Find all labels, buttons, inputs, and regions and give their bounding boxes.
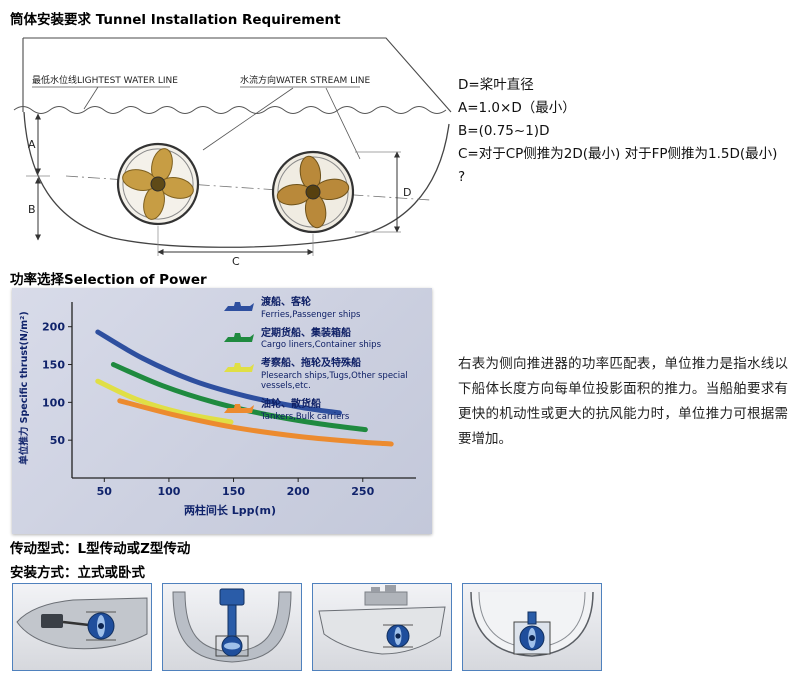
legend-entry-cargo-liners: 定期货船、集装箱船 Cargo liners,Container ships <box>224 328 426 351</box>
spec-line-c: C=对于CP侧推为2D(最小) 对于FP侧推为1.5D(最小) <box>458 146 778 162</box>
svg-text:250: 250 <box>351 485 374 498</box>
svg-text:150: 150 <box>42 359 65 372</box>
bow-thruster-illustration-left <box>116 142 200 226</box>
x-axis-label: 两柱间长 Lpp(m) <box>184 503 276 517</box>
spec-line-b: B=(0.75~1)D <box>458 123 550 139</box>
ship-icon-cargo-liners <box>224 332 254 342</box>
svg-text:100: 100 <box>157 485 180 498</box>
y-axis-label: 单位推力 Specific thrust(N/m²) <box>18 311 30 464</box>
water-stream-line-label: 水流方向WATER STREAM LINE <box>240 74 370 86</box>
svg-text:150: 150 <box>222 485 245 498</box>
dimension-label-c: C <box>232 255 240 266</box>
installation-images-row <box>12 583 602 671</box>
svg-text:100: 100 <box>42 396 65 409</box>
spec-line-a: A=1.0×D（最小） <box>458 100 576 116</box>
power-selection-note: 右表为侧向推进器的功率匹配表，单位推力是指水线以下船体长度方向每单位投影面积的推… <box>458 356 788 447</box>
tunnel-installation-diagram: 最低水位线LIGHTEST WATER LINE 水流方向WATER STREA… <box>13 37 452 266</box>
installation-spec-notes: D=桨叶直径 A=1.0×D（最小） B=(0.75~1)D C=对于CP侧推为… <box>458 74 788 189</box>
lightest-water-line-label: 最低水位线LIGHTEST WATER LINE <box>32 74 178 86</box>
section-title-tunnel-installation: 筒体安装要求 Tunnel Installation Requirement <box>10 12 341 28</box>
water-line-wave <box>13 106 447 114</box>
vertical-drive-illustration <box>172 588 292 663</box>
propeller-hub-icon <box>98 623 104 629</box>
propeller-hub-icon <box>305 184 321 200</box>
underwater-hull-outline <box>23 111 450 248</box>
dimension-label-d: D <box>403 186 411 199</box>
legend-label-en: Plesearch ships,Tugs,Other special vesse… <box>261 370 408 392</box>
ship-icon-special-vessels <box>224 363 254 373</box>
propeller-blades-icon <box>122 148 194 220</box>
drive-shaft-icon <box>62 620 90 627</box>
boxed-thruster-illustration <box>470 591 594 657</box>
vertical-shaft-icon <box>527 611 537 625</box>
legend-label-zh: 定期货船、集装箱船 <box>261 327 351 339</box>
deckhouse-icon <box>371 587 380 592</box>
horizontal-drive-illustration <box>16 597 148 650</box>
propeller-blade-icon <box>224 642 240 650</box>
propeller-hub-icon <box>150 176 166 192</box>
dimension-label-b: B <box>28 203 36 216</box>
superstructure-icon <box>364 591 408 606</box>
legend-entry-special-vessels: 考察船、拖轮及特殊船 Plesearch ships,Tugs,Other sp… <box>224 358 426 391</box>
label-leader-lines <box>32 86 361 160</box>
hull-superstructure-illustration <box>318 585 446 655</box>
section-title-power-selection: 功率选择Selection of Power <box>10 272 207 288</box>
svg-text:50: 50 <box>97 485 113 498</box>
hull-icon <box>318 606 446 655</box>
dimension-lines <box>35 113 400 255</box>
install-image-vertical-drive <box>162 583 302 671</box>
propeller-hub-icon <box>529 635 535 641</box>
install-image-horizontal-drive <box>12 583 152 671</box>
spec-line-question: ? <box>458 169 466 185</box>
chart-axes: 50 100 150 200 50 100 150 200 250 <box>42 302 416 498</box>
power-selection-chart: 50 100 150 200 50 100 150 200 250 单位推力 Specific … <box>12 288 432 534</box>
vertical-shaft-icon <box>227 604 237 639</box>
legend-label-en: Cargo liners,Container ships <box>261 340 381 351</box>
legend-entry-ferries: 渡船、客轮 Ferries,Passenger ships <box>224 297 426 320</box>
section-title-installation-mode: 安装方式：立式或卧式 <box>10 565 145 581</box>
section-title-drive-type: 传动型式：L型传动或Z型传动 <box>10 541 191 557</box>
install-image-boxed-thruster <box>462 583 602 671</box>
legend-entry-tankers: 油轮、散货船 Tankers,Bulk carriers <box>224 399 426 422</box>
legend-label-zh: 渡船、客轮 <box>261 297 311 308</box>
dimension-label-a: A <box>28 138 36 151</box>
hull-profile-lines <box>22 37 452 113</box>
svg-text:200: 200 <box>42 321 65 334</box>
ship-icon-tankers <box>224 404 254 414</box>
chart-legend: 渡船、客轮 Ferries,Passenger ships 定期货船、集装箱船 … <box>224 297 426 430</box>
dimension-extension-lines <box>26 151 401 256</box>
propeller-hub-icon <box>395 633 401 639</box>
svg-text:200: 200 <box>287 485 310 498</box>
motor-icon <box>219 588 245 606</box>
legend-label-en: Tankers,Bulk carriers <box>261 411 350 422</box>
legend-label-zh: 考察船、拖轮及特殊船 <box>261 358 361 370</box>
ship-icon-ferries <box>224 302 254 311</box>
legend-label-en: Ferries,Passenger ships <box>261 309 361 320</box>
install-image-hull-with-superstructure <box>312 583 452 671</box>
svg-text:50: 50 <box>50 434 66 447</box>
bow-thruster-illustration-right <box>271 150 355 234</box>
engine-icon <box>41 614 63 628</box>
hull-cross-section-icon <box>172 591 292 663</box>
legend-label-zh: 油轮、散货船 <box>261 399 321 411</box>
deckhouse-icon <box>385 585 396 592</box>
spec-line-d: D=桨叶直径 <box>458 77 534 93</box>
